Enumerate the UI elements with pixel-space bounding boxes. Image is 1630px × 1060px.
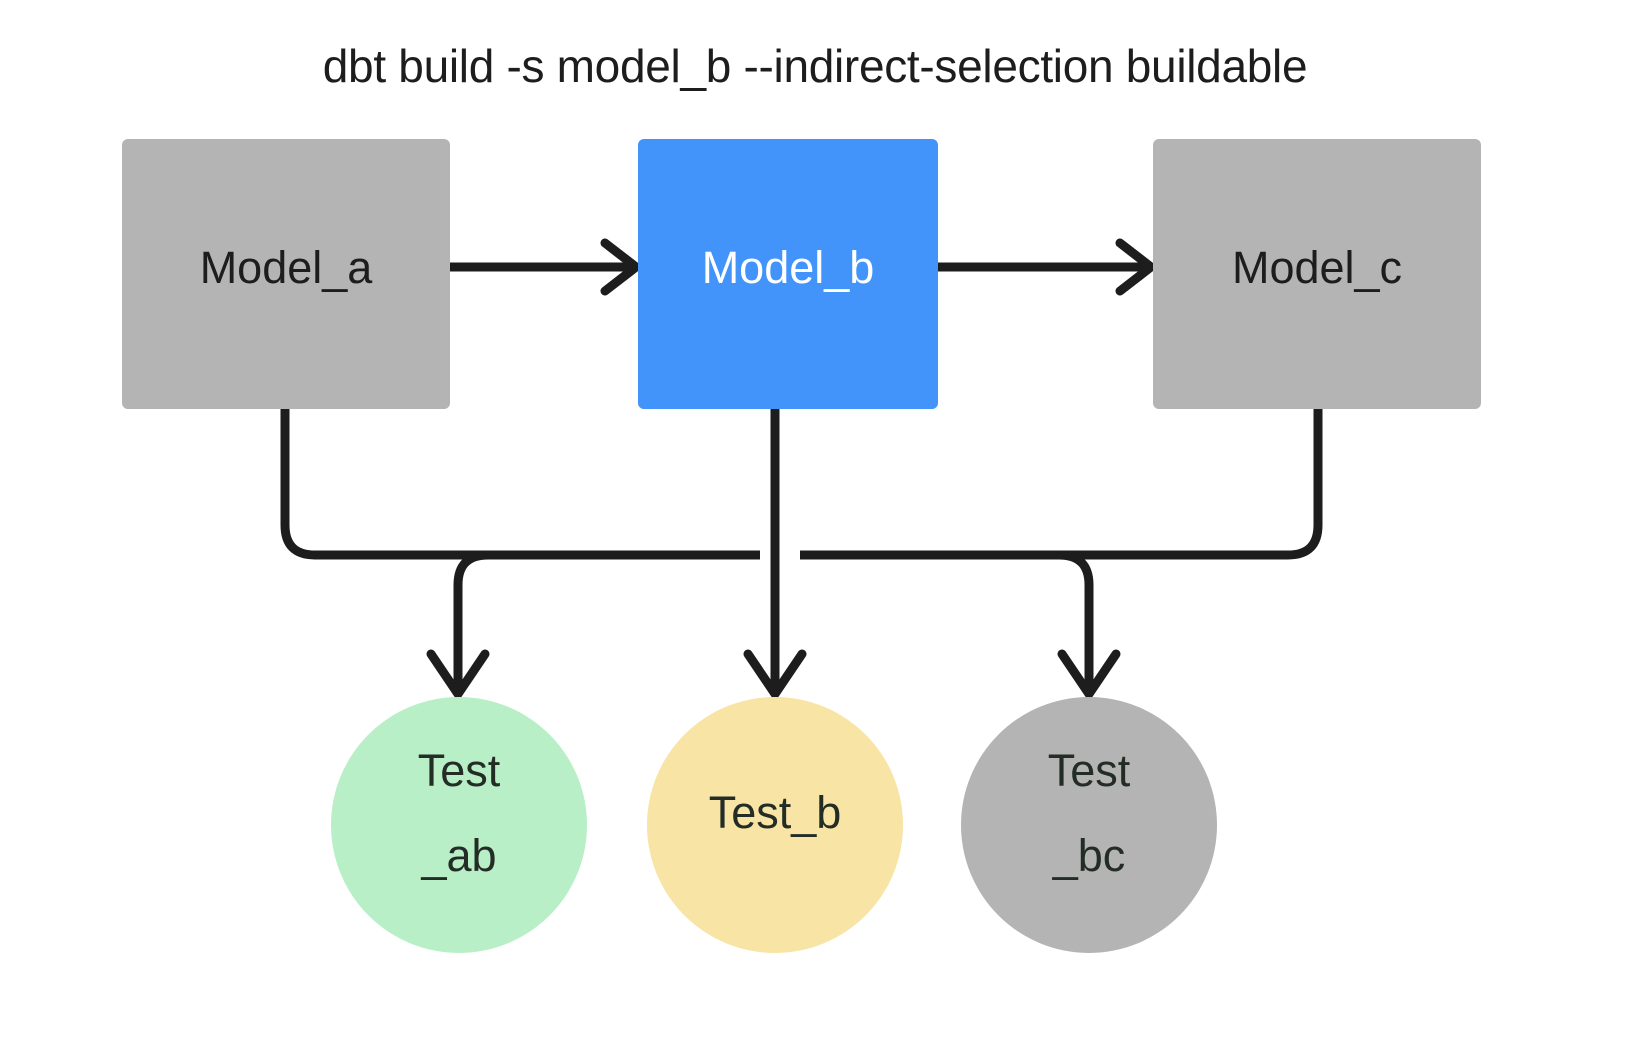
node-test-b[interactable]: Test_b — [647, 697, 903, 953]
node-model-a-label: Model_a — [200, 242, 374, 293]
node-test-bc-circle[interactable] — [961, 697, 1217, 953]
node-model-a-box[interactable] — [122, 139, 450, 409]
diagram-title: dbt build -s model_b --indirect-selectio… — [323, 40, 1307, 92]
node-model-c-box[interactable] — [1153, 139, 1481, 409]
edge-branch-to-test-bc — [1057, 550, 1121, 699]
edge-branch-to-test-ab — [426, 550, 490, 699]
node-test-ab-circle[interactable] — [331, 697, 587, 953]
node-model-b-label: Model_b — [702, 242, 875, 293]
node-test-b-circle[interactable] — [647, 697, 903, 953]
node-model-b-box[interactable] — [638, 139, 938, 409]
edge-model-a-to-test-ab — [280, 409, 760, 560]
node-test-ab-label-line1: Test — [418, 745, 501, 796]
node-model-a[interactable]: Model_a — [122, 139, 450, 409]
node-model-c[interactable]: Model_c — [1153, 139, 1481, 409]
node-test-bc-label-line1: Test — [1048, 745, 1131, 796]
node-test-b-label: Test_b — [709, 787, 842, 838]
node-test-ab-label-line2: _ab — [420, 830, 496, 881]
edge-model-a-to-model-b — [450, 238, 641, 296]
node-test-bc-label-line2: _bc — [1052, 830, 1126, 881]
edge-model-b-to-model-c — [938, 238, 1156, 296]
node-test-ab[interactable]: Test _ab — [331, 697, 587, 953]
node-model-c-label: Model_c — [1232, 242, 1402, 293]
node-test-bc[interactable]: Test _bc — [961, 697, 1217, 953]
edge-model-b-to-test-b — [743, 409, 807, 699]
edge-model-c-to-test-bc — [800, 409, 1323, 560]
node-model-b[interactable]: Model_b — [638, 139, 938, 409]
